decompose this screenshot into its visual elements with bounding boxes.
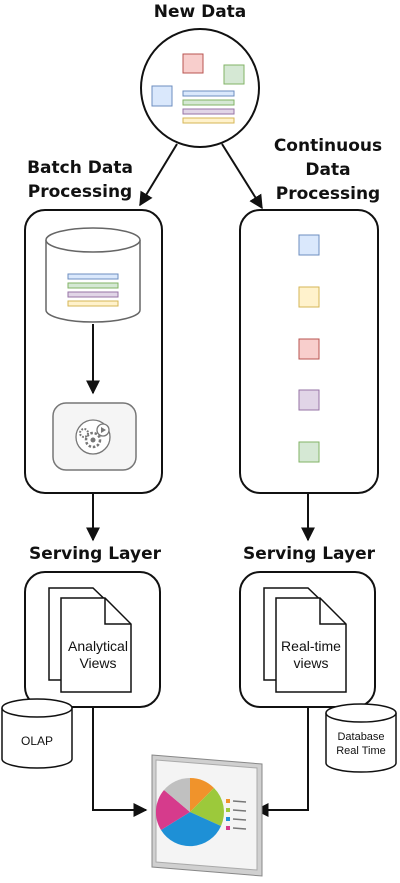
continuous-heading-line2: Data — [305, 160, 351, 180]
gear-process-icon — [52, 402, 137, 471]
cylinder-icon — [45, 227, 141, 323]
realtime-views-line2: views — [293, 655, 328, 671]
continuous-processing-box — [239, 209, 379, 494]
document-stack-icon — [48, 587, 132, 693]
left-serving-box — [24, 571, 161, 708]
green-event-icon — [298, 441, 320, 463]
blue-record-bar — [182, 90, 235, 97]
yellow-event-icon — [298, 286, 320, 308]
continuous-heading-line3: Processing — [275, 184, 381, 204]
realtime-views-line1: Real-time — [281, 638, 341, 654]
batch-processing-heading: Batch Data Processing — [10, 156, 150, 204]
dashboard-pie-chart-icon — [151, 754, 263, 877]
olap-database-icon — [1, 698, 73, 769]
realtime-database-icon — [325, 703, 397, 773]
arrow-left-to-dashboard — [92, 707, 148, 817]
document-stack-icon — [263, 587, 347, 693]
yellow-record-bar — [182, 117, 235, 124]
red-event-icon — [298, 338, 320, 360]
olap-label: OLAP — [21, 734, 53, 748]
batch-heading-line1: Batch Data — [27, 158, 133, 178]
green-record-bar — [182, 99, 235, 106]
continuous-processing-heading: Continuous Data Processing — [258, 134, 398, 206]
purple-record-bar — [182, 108, 235, 115]
right-serving-box — [239, 571, 376, 708]
analytical-views-line2: Views — [79, 655, 116, 671]
arrow-to-continuous — [221, 143, 263, 210]
new-data-title: New Data — [153, 2, 247, 22]
purple-event-icon — [298, 389, 320, 411]
blue-square-icon — [151, 85, 173, 107]
analytical-views-line1: Analytical — [68, 638, 128, 654]
continuous-heading-line1: Continuous — [273, 136, 383, 156]
batch-processing-box — [24, 209, 163, 494]
arrow-to-batch — [139, 143, 178, 207]
database-label-line2: Real Time — [336, 745, 386, 757]
arrow-right-to-dashboard — [254, 707, 309, 817]
green-square-icon — [223, 64, 245, 85]
database-label-line1: Database — [337, 731, 384, 743]
new-data-node — [140, 28, 260, 148]
right-serving-layer-title: Serving Layer — [242, 544, 376, 564]
left-serving-layer-title: Serving Layer — [28, 544, 162, 564]
batch-heading-line2: Processing — [27, 182, 133, 202]
red-square-icon — [182, 53, 204, 74]
blue-event-icon — [298, 234, 320, 256]
